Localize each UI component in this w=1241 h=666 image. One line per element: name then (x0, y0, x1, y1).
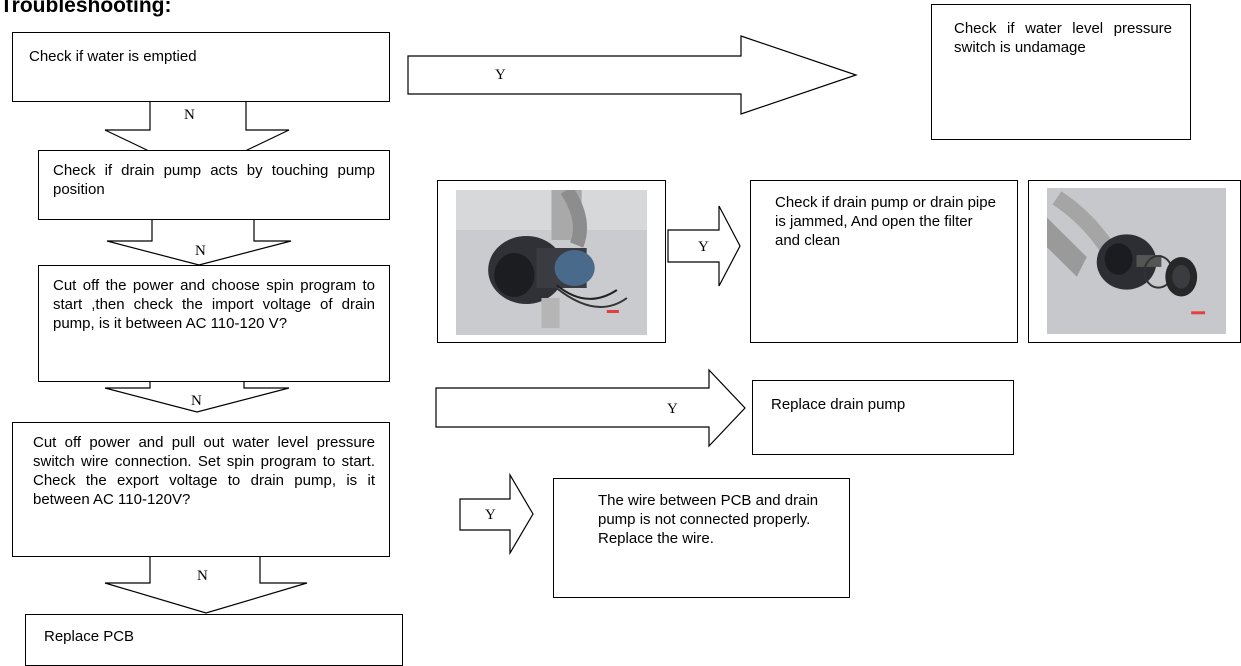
step-box-1: Check if water is emptied (12, 32, 390, 102)
result-text-1: Check if water level pressure switch is … (954, 20, 1172, 56)
yes-label-3: Y (667, 401, 678, 417)
no-label-2: N (195, 243, 206, 259)
step-box-5: Replace PCB (25, 614, 403, 666)
right-arrow-2 (667, 205, 741, 287)
result-box-3: Replace drain pump (752, 380, 1014, 455)
result-box-1: Check if water level pressure switch is … (931, 4, 1191, 140)
step-text-1: Check if water is emptied (29, 48, 197, 65)
drain-pump-filter-photo (1028, 180, 1241, 343)
no-label-1: N (184, 107, 195, 123)
result-text-2: Check if drain pump or drain pipe is jam… (775, 194, 996, 249)
result-box-2: Check if drain pump or drain pipe is jam… (750, 180, 1018, 343)
step-text-4: Cut off power and pull out water level p… (33, 434, 375, 508)
right-arrow-4 (459, 472, 534, 556)
drain-pump-filter-image (1047, 188, 1226, 334)
no-label-4: N (197, 568, 208, 584)
yes-label-4: Y (485, 507, 496, 523)
result-text-3: Replace drain pump (771, 396, 906, 413)
right-arrow-3 (435, 368, 746, 448)
drain-pump-photo (437, 180, 666, 343)
down-arrow-2 (106, 218, 292, 266)
down-arrow-4 (104, 555, 308, 614)
yes-label-1: Y (495, 67, 506, 83)
down-arrow-3 (104, 380, 290, 413)
step-box-4: Cut off power and pull out water level p… (12, 422, 390, 557)
page-title: Troubleshooting: (0, 0, 172, 17)
result-text-4: The wire between PCB and drain pump is n… (598, 492, 819, 547)
result-box-4: The wire between PCB and drain pump is n… (553, 478, 850, 598)
step-box-3: Cut off the power and choose spin progra… (38, 265, 390, 382)
step-text-3: Cut off the power and choose spin progra… (53, 277, 375, 332)
step-box-2: Check if drain pump acts by touching pum… (38, 150, 390, 220)
yes-label-2: Y (698, 239, 709, 255)
step-text-5: Replace PCB (44, 628, 135, 645)
step-text-2: Check if drain pump acts by touching pum… (53, 162, 375, 198)
no-label-3: N (191, 393, 202, 409)
drain-pump-image (456, 186, 647, 335)
right-arrow-1 (407, 35, 858, 115)
